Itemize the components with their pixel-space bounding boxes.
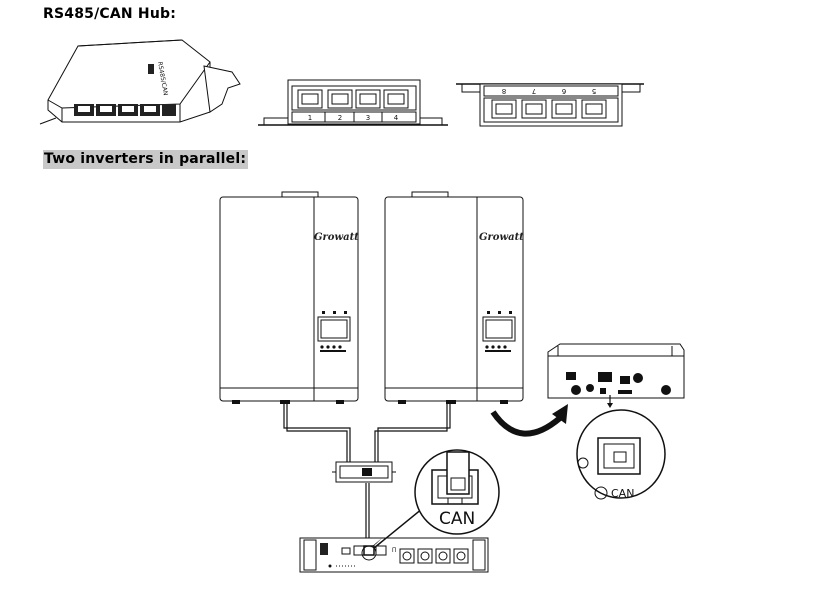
can-port-callout-large: CAN [361, 449, 500, 561]
hub-port-number: 4 [394, 114, 399, 122]
parallel-heading: Two inverters in parallel: [43, 150, 249, 169]
hub-box-icon [332, 461, 396, 483]
hub-front-icon: 1 2 3 4 [258, 79, 448, 126]
hub-port-number: 7 [532, 87, 536, 95]
inverter-bottom-view [547, 343, 685, 408]
hub-port-number: 6 [561, 87, 566, 95]
inverter-brand-logo: Growatt [314, 232, 359, 243]
hub-port-number: 3 [366, 114, 370, 122]
rj45-port-icon [597, 437, 641, 475]
hub-port-number: 8 [502, 87, 506, 95]
communication-cables [283, 404, 451, 548]
hub-3d-icon: RS485/CAN [39, 39, 241, 125]
inverter-1: Growatt [219, 191, 359, 404]
svg-text:Π: Π [392, 548, 396, 554]
curved-arrow-icon [490, 404, 568, 437]
hub-port-number: 2 [338, 114, 342, 122]
hub-back-icon: 8 7 6 5 [456, 83, 644, 127]
can-label-small: CAN [611, 487, 634, 500]
can-label-large: CAN [439, 509, 475, 529]
hub-heading: RS485/CAN Hub: [43, 6, 177, 22]
can-port-callout-small: CAN [576, 409, 666, 500]
battery-module-icon: Π [299, 537, 489, 573]
hub-port-number: 1 [308, 114, 312, 122]
inverter-brand-logo: Growatt [479, 232, 524, 243]
hub-port-number: 5 [592, 87, 596, 95]
inverter-2: Growatt [384, 191, 524, 404]
